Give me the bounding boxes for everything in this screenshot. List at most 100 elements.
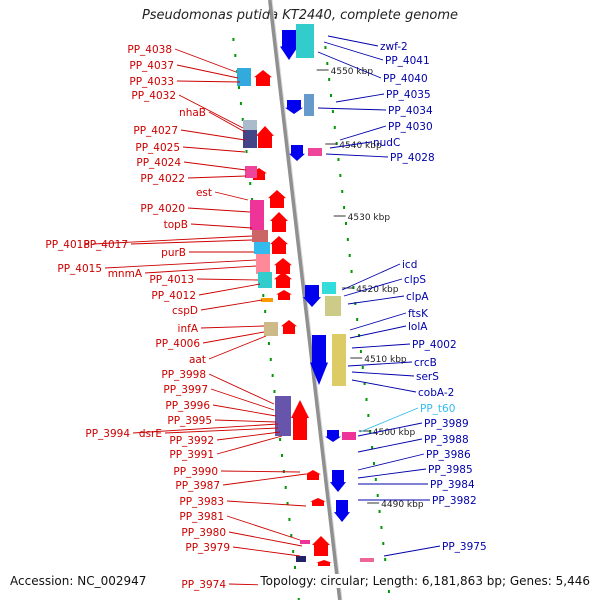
gene-label-left: PP_4025: [135, 142, 180, 154]
gene-label-right: PP_3975: [442, 541, 487, 553]
forward-gene-arrow: [316, 560, 332, 566]
gene-label-left: purB: [161, 247, 186, 259]
gene-label-right: PP_4030: [388, 121, 433, 133]
tick-mark-right: [331, 110, 334, 113]
gene-label-right: zwf-2: [380, 41, 408, 53]
forward-gene-arrow: [254, 70, 272, 86]
connector-line: [383, 545, 441, 557]
gene-block-steel: [304, 94, 314, 116]
gene-label-right: PP_t60: [420, 403, 455, 415]
forward-gene-arrow: [270, 236, 288, 254]
connector-line: [349, 312, 407, 331]
connector-line: [347, 295, 405, 305]
gene-label-right: serS: [416, 371, 439, 383]
gene-label-left: PP_4018: [45, 239, 90, 251]
gene-label-left: PP_3979: [185, 542, 230, 554]
gene-label-left: PP_3997: [163, 384, 208, 396]
gene-label-left: cspD: [172, 305, 198, 317]
gene-label-left: PP_3992: [169, 435, 214, 447]
gene-label-left: dsrE: [139, 428, 162, 440]
connector-line: [164, 427, 279, 434]
tick-mark-left: [241, 118, 244, 121]
connector-line: [196, 278, 259, 281]
connector-line: [329, 141, 372, 149]
connector-line: [323, 41, 384, 61]
connector-line: [208, 335, 267, 360]
gene-label-right: PP_3984: [430, 479, 475, 491]
connector-line: [92, 235, 253, 245]
tick-mark-left: [286, 502, 289, 505]
connector-line: [202, 331, 265, 344]
connector-line: [351, 371, 415, 377]
gene-label-left: PP_3987: [175, 480, 220, 492]
connector-line: [351, 343, 411, 349]
gene-label-right: clpS: [404, 274, 426, 286]
tick-mark-right: [378, 510, 381, 513]
connector-line: [339, 125, 387, 141]
connector-line: [228, 531, 303, 547]
tick-mark-right: [372, 462, 375, 465]
gene-label-left: PP_4012: [151, 290, 196, 302]
connector-line: [198, 283, 261, 296]
connector-line: [327, 35, 379, 47]
gene-block-aqua: [322, 282, 336, 294]
gene-label-left: PP_4013: [149, 274, 194, 286]
connector-line: [182, 146, 246, 153]
gene-label-right: PP_4035: [386, 89, 431, 101]
tick-mark-right: [384, 558, 387, 561]
tick-mark-right: [382, 542, 385, 545]
gene-label-left: PP_3980: [181, 527, 226, 539]
forward-gene-arrow: [274, 258, 292, 274]
tick-mark-left: [273, 390, 276, 393]
gene-block-sky: [254, 242, 270, 254]
forward-gene-arrow: [305, 470, 321, 480]
gene-features: [237, 24, 374, 566]
gene-label-left: PP_4024: [136, 157, 181, 169]
tick-mark-left: [290, 534, 293, 537]
gene-label-right: PP_4028: [390, 152, 435, 164]
reverse-gene-arrow: [330, 470, 346, 492]
connector-line: [180, 129, 246, 141]
tick-mark-right: [380, 526, 383, 529]
connector-line: [347, 361, 413, 367]
gene-block-pink-3: [300, 540, 310, 544]
connector-line: [359, 407, 419, 433]
kbp-label: 4490 kbp: [381, 500, 424, 510]
gene-label-left: PP_4037: [129, 60, 174, 72]
tick-mark-right: [326, 62, 329, 65]
connector-line: [317, 51, 382, 79]
gene-label-left: PP_3991: [169, 449, 214, 461]
gene-label-left: PP_3998: [161, 369, 206, 381]
gene-label-left: PP_3974: [181, 579, 226, 591]
connector-line: [104, 259, 257, 269]
reverse-gene-arrow: [280, 30, 298, 60]
connector-line: [176, 64, 239, 79]
gene-labels: PP_4038PP_4037PP_4033PP_4032nhaBPP_4027P…: [45, 41, 486, 591]
forward-gene-arrow: [312, 536, 330, 556]
connector-line: [210, 388, 275, 411]
gene-label-left: PP_4027: [133, 125, 178, 137]
gene-block-pink-4: [360, 558, 374, 562]
reverse-gene-arrow: [334, 500, 350, 522]
gene-block-pink: [245, 166, 257, 178]
connector-line: [335, 93, 385, 103]
gene-label-right: PP_3982: [432, 495, 477, 507]
accession-text: Accession: NC_002947: [8, 574, 149, 588]
tick-mark-right: [348, 254, 351, 257]
gene-label-right: cobA-2: [418, 387, 454, 399]
connector-line: [226, 500, 307, 507]
genome-summary-text: Topology: circular; Length: 6,181,863 bp…: [258, 574, 592, 588]
tick-mark-right: [365, 398, 368, 401]
reverse-gene-arrow: [325, 430, 341, 442]
gene-label-right: PP_3985: [428, 464, 473, 476]
tick-mark-left: [284, 486, 287, 489]
gene-block-orange: [261, 298, 273, 302]
tick-mark-left: [269, 358, 272, 361]
backbone-line: [268, 0, 342, 600]
gene-block-blue: [237, 68, 251, 86]
gene-label-right: PP_4002: [412, 339, 457, 351]
gene-block-gold: [332, 334, 346, 386]
kbp-label: 4520 kbp: [356, 285, 399, 295]
kbp-label: 4500 kbp: [373, 428, 416, 438]
gene-block-olive: [325, 296, 341, 316]
